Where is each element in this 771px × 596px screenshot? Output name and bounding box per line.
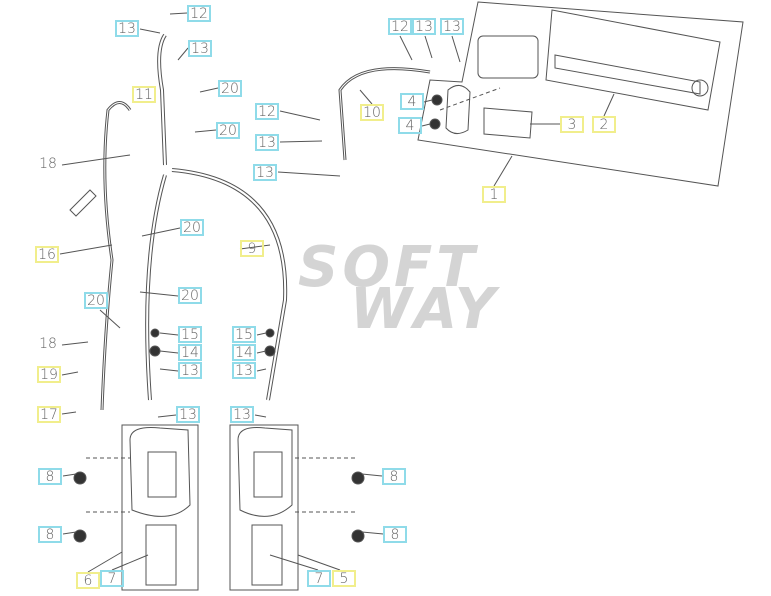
callout-19: 19	[37, 366, 61, 383]
callout-20: 20	[178, 287, 202, 304]
callout-15: 15	[178, 326, 202, 343]
callout-13: 13	[188, 40, 212, 57]
pads-right	[251, 524, 283, 586]
callout-20: 20	[84, 292, 108, 309]
hose-10	[338, 67, 431, 161]
callout-15: 15	[232, 326, 256, 343]
dashed-guides	[86, 87, 501, 513]
callout-12: 12	[187, 5, 211, 22]
assembly-box-3	[483, 107, 533, 139]
lever	[554, 54, 701, 95]
reservoir	[477, 35, 539, 79]
callout-8: 8	[38, 468, 62, 485]
callout-4: 4	[398, 117, 422, 134]
callout-20: 20	[216, 122, 240, 139]
clamp	[445, 85, 471, 134]
caliper-box-5	[229, 424, 299, 591]
callout-20: 20	[180, 219, 204, 236]
callout-13: 13	[255, 134, 279, 151]
callout-7: 7	[100, 570, 124, 587]
callout-9: 9	[240, 240, 264, 257]
caliper-box-6	[121, 424, 199, 591]
caliper-left	[129, 427, 191, 517]
callout-1: 1	[482, 186, 506, 203]
callout-4: 4	[400, 93, 424, 110]
callout-14: 14	[232, 344, 256, 361]
callout-11: 11	[132, 86, 156, 103]
watermark-soft: SOFT	[298, 235, 479, 300]
callout-13: 13	[178, 362, 202, 379]
sensor-connector	[69, 189, 97, 217]
callout-12: 12	[388, 18, 412, 35]
callout-20: 20	[218, 80, 242, 97]
callout-8: 8	[383, 526, 407, 543]
pads-left	[145, 524, 177, 586]
callout-7: 7	[307, 570, 331, 587]
assembly-box-2	[545, 9, 721, 111]
callout-13: 13	[440, 18, 464, 35]
callout-13: 13	[232, 362, 256, 379]
callout-8: 8	[38, 526, 62, 543]
callout-13: 13	[412, 18, 436, 35]
callout-6: 6	[76, 572, 100, 589]
wire-16	[100, 101, 132, 411]
lever-pivot	[691, 79, 709, 97]
callout-16: 16	[35, 246, 59, 263]
callout-13: 13	[176, 406, 200, 423]
callout-18: 18	[39, 336, 57, 352]
callout-13: 13	[115, 20, 139, 37]
callout-8: 8	[382, 468, 406, 485]
callout-12: 12	[255, 103, 279, 120]
callout-10: 10	[360, 104, 384, 121]
assembly-box-1	[417, 1, 744, 187]
callout-3: 3	[560, 116, 584, 133]
callout-17: 17	[37, 406, 61, 423]
watermark-way: WAY	[350, 277, 500, 342]
caliper-right	[237, 427, 293, 517]
callout-2: 2	[592, 116, 616, 133]
callout-13: 13	[253, 164, 277, 181]
callout-13: 13	[230, 406, 254, 423]
callout-5: 5	[332, 570, 356, 587]
callout-14: 14	[178, 344, 202, 361]
callout-18: 18	[39, 156, 57, 172]
leader-lines	[59, 12, 615, 573]
bolts	[73, 94, 443, 543]
